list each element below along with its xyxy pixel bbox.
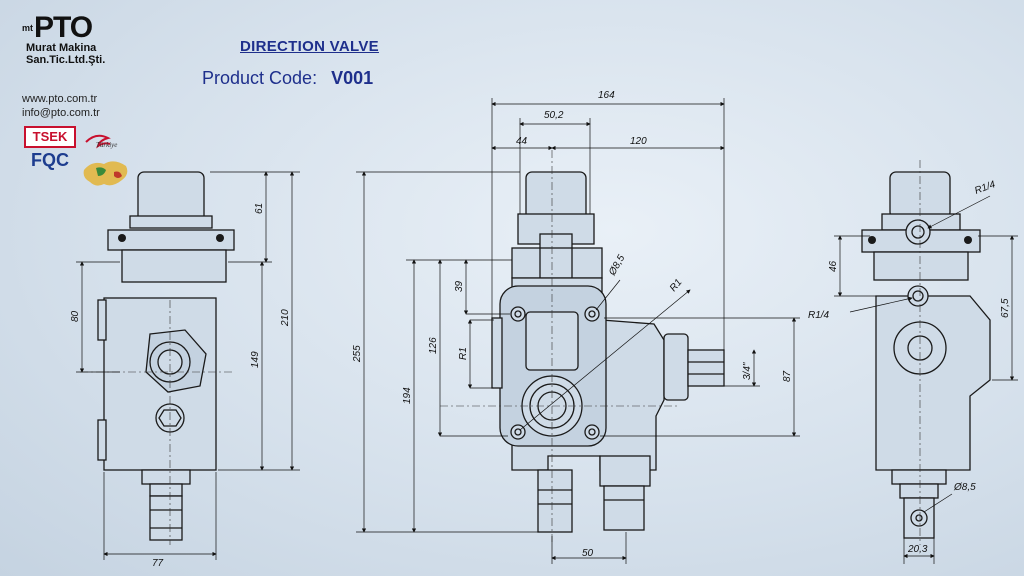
dim-right-thread-top: R1/4 xyxy=(973,179,997,197)
fqc-badge: FQC xyxy=(24,150,76,184)
product-code-label: Product Code: xyxy=(202,68,318,88)
dim-left-77: 77 xyxy=(152,558,164,569)
dim-front-255: 255 xyxy=(352,345,363,363)
contact-info: www.pto.com.tr info@pto.com.tr xyxy=(22,92,100,120)
dim-right-hole: Ø8,5 xyxy=(953,482,976,493)
dim-front-44: 44 xyxy=(516,136,528,147)
website-link[interactable]: www.pto.com.tr xyxy=(22,93,98,105)
dim-front-164: 164 xyxy=(598,90,615,101)
dim-front-87: 87 xyxy=(782,370,793,382)
dim-front-126: 126 xyxy=(428,337,439,354)
dim-left-80: 80 xyxy=(70,310,81,322)
company-name-line2: San.Tic.Ltd.Şti. xyxy=(26,54,106,66)
dim-front-3-4: 3/4" xyxy=(742,362,753,380)
left-side-view xyxy=(97,171,235,541)
front-view xyxy=(491,171,725,533)
dim-right-67-5: 67,5 xyxy=(1000,298,1011,318)
product-code-row: Product Code: V001 xyxy=(202,68,373,89)
logo-mark: mtPTO xyxy=(22,11,132,44)
product-code-value: V001 xyxy=(331,68,374,88)
tsek-badge: TSEK xyxy=(24,126,76,148)
dim-front-r1-small: R1 xyxy=(458,347,469,360)
right-side-view xyxy=(861,171,991,539)
company-logo: mtPTO Murat Makina San.Tic.Ltd.Şti. xyxy=(22,11,132,67)
logo-prefix: mt xyxy=(22,23,33,33)
dim-right-46: 46 xyxy=(828,260,839,272)
dim-front-194: 194 xyxy=(402,387,413,404)
dim-right-thread-mid: R1/4 xyxy=(808,310,830,321)
logo-text: PTO xyxy=(34,11,93,44)
dim-front-50: 50 xyxy=(582,548,594,559)
dim-left-149: 149 xyxy=(250,351,261,368)
company-name-line1: Murat Makina xyxy=(26,42,97,54)
dim-left-210: 210 xyxy=(280,309,291,327)
dim-front-120: 120 xyxy=(630,136,647,147)
email-link[interactable]: info@pto.com.tr xyxy=(22,107,100,119)
dim-front-hole: Ø8,5 xyxy=(607,253,628,279)
dim-front-r1-large: R1 xyxy=(668,277,685,294)
page-title: DIRECTION VALVE xyxy=(240,38,379,55)
dim-left-61: 61 xyxy=(254,203,265,214)
dim-front-39: 39 xyxy=(454,280,465,292)
dim-front-50-2: 50,2 xyxy=(544,110,564,121)
dim-right-20-3: 20,3 xyxy=(907,544,928,555)
fqc-label: FQC xyxy=(31,150,69,170)
